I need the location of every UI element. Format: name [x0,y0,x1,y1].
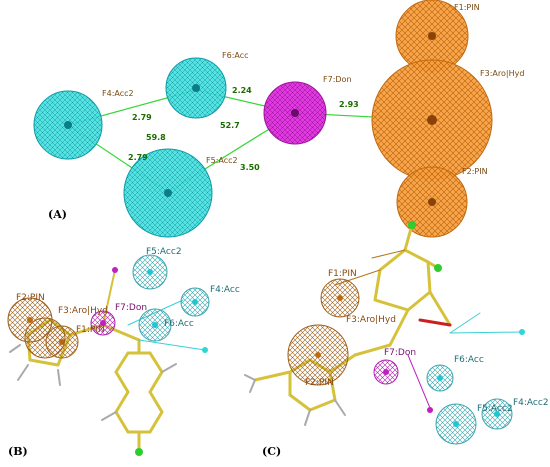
panel-b: F5:Acc2 F4:Acc F2:PIN F3:Aro|Hyd F7:Don … [7,247,240,458]
label-f2-pin: F2:PIN [462,167,488,176]
sphere-f6-acc [165,57,227,119]
label-f4-acc2: F4:Acc2 [102,89,134,98]
sphere-f3-arohyd [371,59,493,181]
mesh-f4-c [481,398,513,430]
label-c-f7: F7:Don [384,348,416,358]
label-b-f3: F3:Aro|Hyd [58,306,108,316]
atom-fluorine-c2 [408,221,416,229]
mesh-f6-c [426,364,454,392]
mesh-f7-c [373,359,399,385]
label-b-f7: F7:Don [115,303,147,313]
panel-label-c: (C) [262,445,281,458]
label-f1-pin: F1:PIN [454,3,480,12]
label-c-f2: F2:PIN [305,378,334,388]
panel-label-a: (A) [48,208,67,221]
atom-marker-c [519,329,525,335]
label-f6-acc: F6:Acc [222,51,249,60]
distance-f4-f5: 2.79 [128,153,148,162]
label-c-f6: F6:Acc [454,355,484,365]
distance-f5-f7: 3.50 [240,163,260,172]
distance-f7-f3: 2.93 [339,100,359,109]
label-b-f5: F5:Acc2 [146,247,182,257]
atom-marker-b [112,267,118,273]
label-b-f2: F2:PIN [16,293,45,303]
mesh-f3-b [24,317,66,359]
mesh-f5-c [435,403,477,445]
label-f3-arohyd: F3:Aro|Hyd [480,69,524,78]
atom-fluorine-b [135,448,143,456]
mesh-f2-c [287,324,349,386]
distance-f4-f6: 2.79 [132,113,152,122]
mesh-f4-b [180,287,210,317]
label-c-f1: F1:PIN [328,269,357,279]
sphere-f7-don [263,81,327,145]
mesh-f6-b [138,308,172,342]
label-f7-don: F7:Don [323,75,352,84]
mesh-f7-b [90,310,116,336]
label-f5-acc2: F5:Acc2 [206,156,238,165]
sphere-f2-pin [396,166,468,238]
label-b-f1: F1:PIN [76,325,105,335]
label-c-f5: F5:Acc2 [477,404,513,414]
mesh-f5-b [132,254,168,290]
label-c-f3: F3:Aro|Hyd [346,315,396,325]
panel-c: F1:PIN F3:Aro|Hyd F7:Don F6:Acc F2:PIN F… [244,221,549,458]
sphere-f4-acc2 [33,90,103,160]
distance-f6-f7: 2.24 [232,86,252,95]
atom-marker-c2 [427,407,433,413]
sphere-f5-acc2 [123,148,213,238]
angle-1: 59.8 [146,133,166,142]
atom-marker-b2 [202,347,208,353]
angle-2: 52.7 [220,121,240,130]
label-c-f4: F4:Acc2 [513,398,549,408]
molecule-c [244,223,523,426]
panel-label-b: (B) [8,445,28,458]
label-b-f4: F4:Acc [210,285,240,295]
label-b-f6: F6:Acc [164,319,194,329]
atom-fluorine-c [434,264,442,272]
mesh-f1-c [320,278,360,318]
panel-a: F4:Acc2 F6:Acc F7:Don F5:Acc2 F1:PIN F3:… [33,0,524,238]
